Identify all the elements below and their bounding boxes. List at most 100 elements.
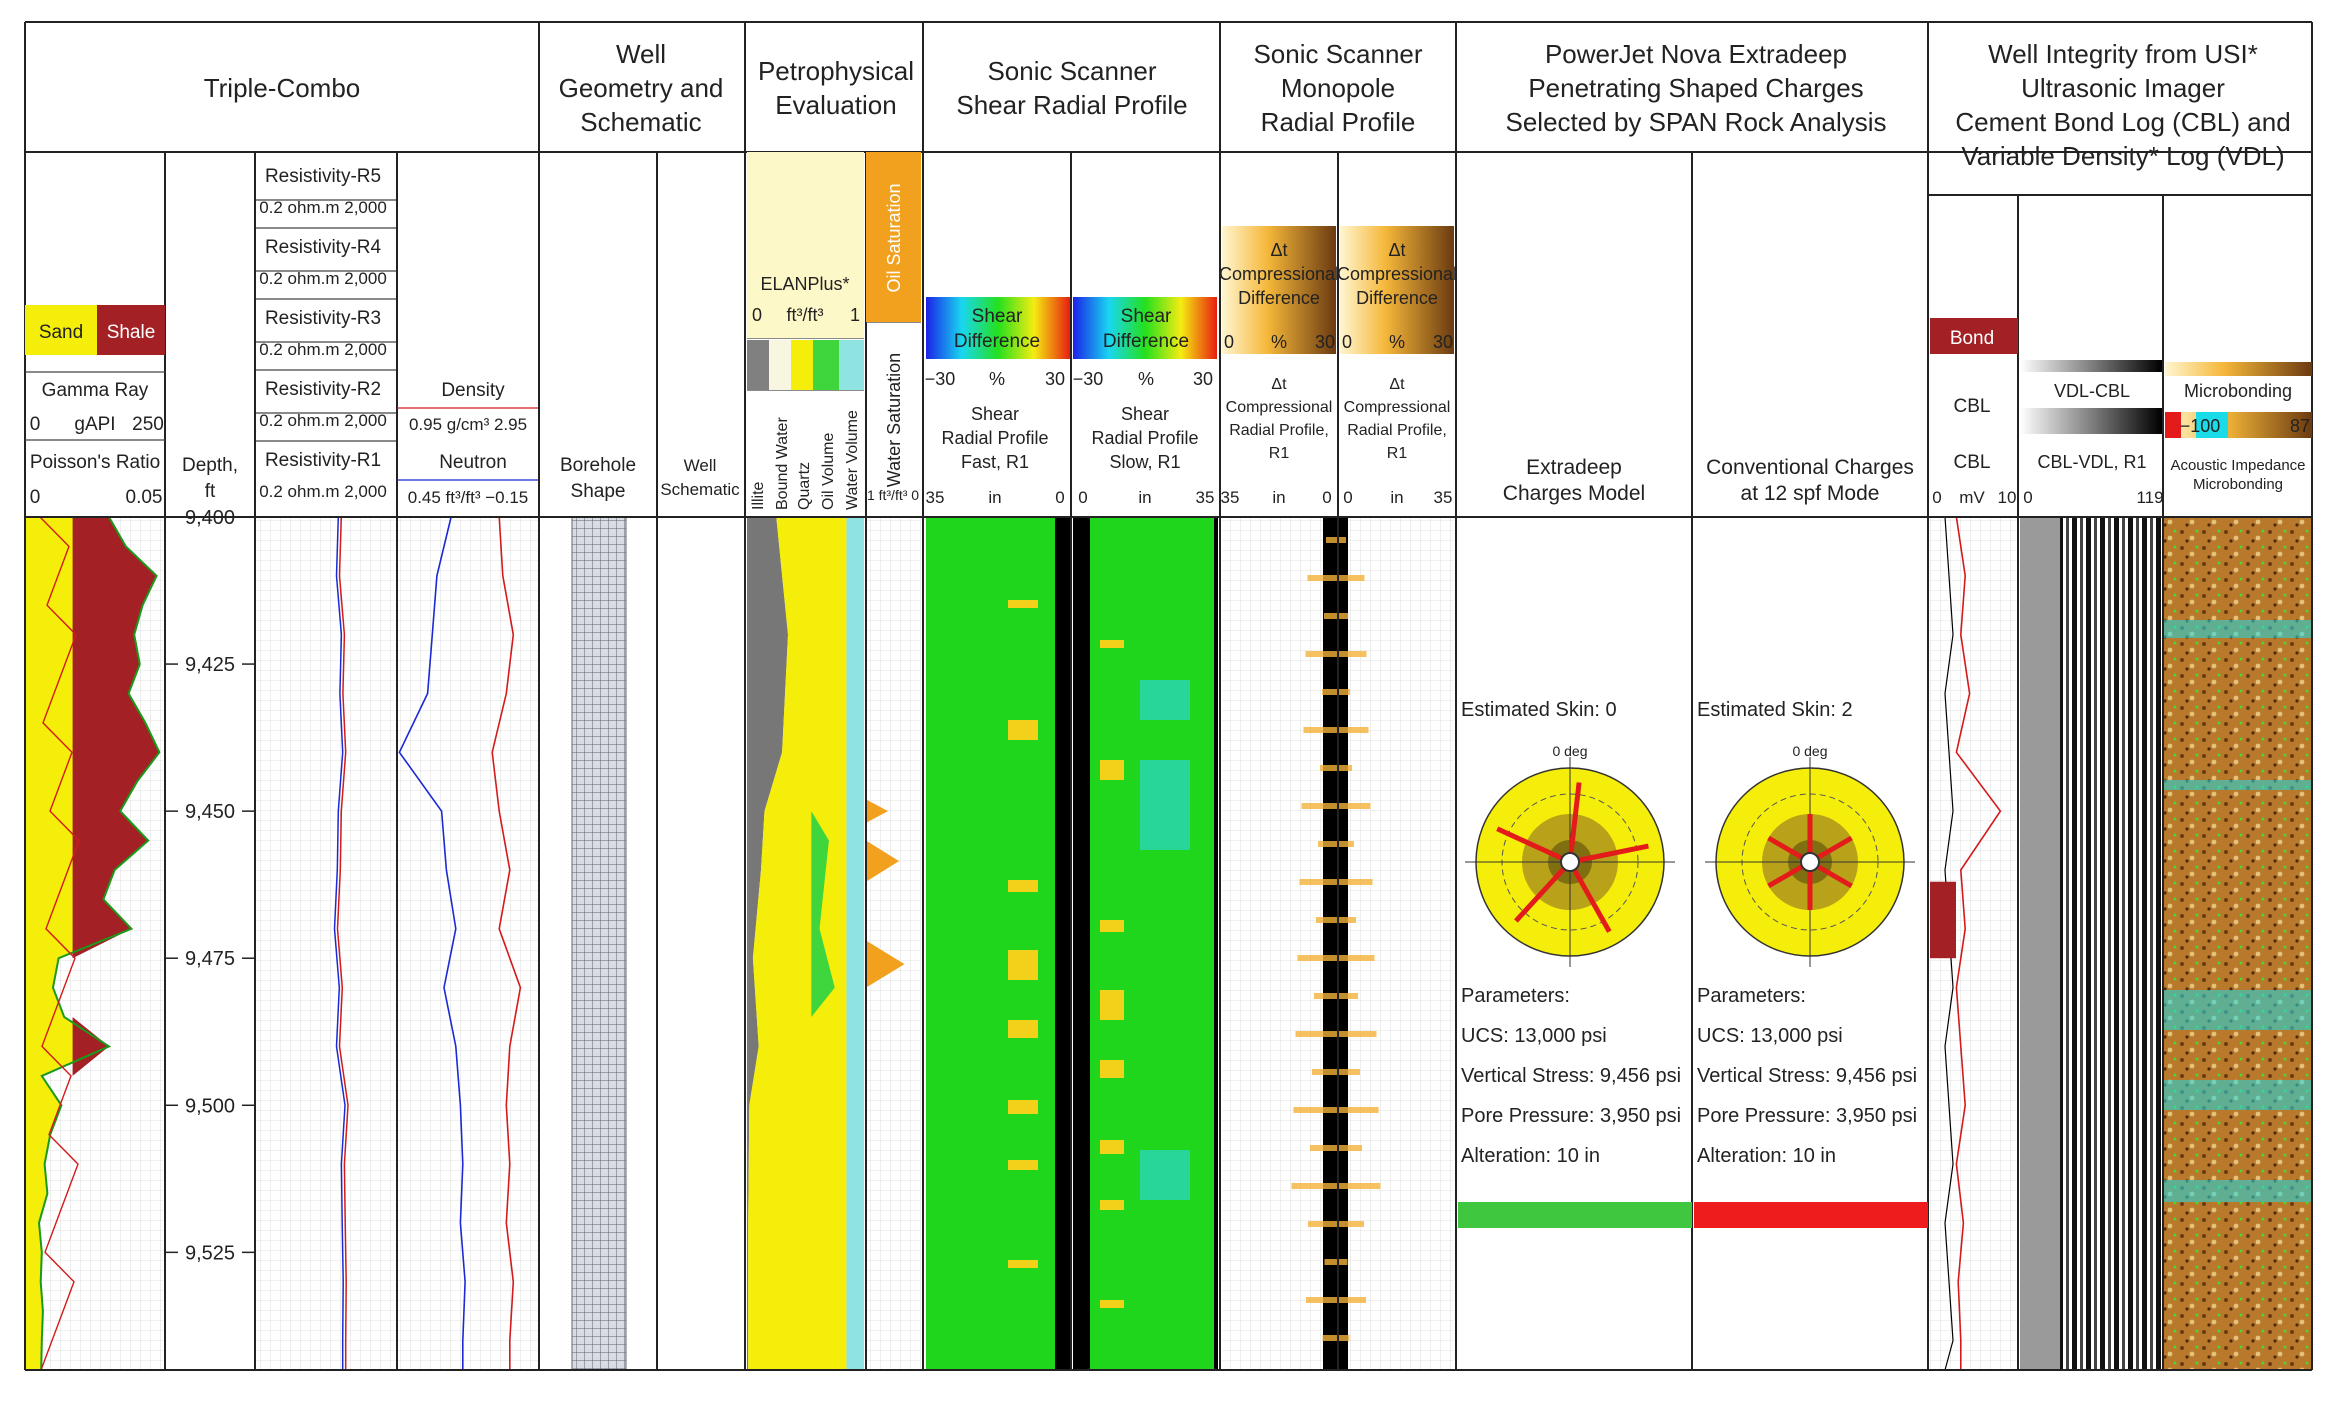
density-scale: 0.95 g/cm³ 2.95 [409,415,527,434]
poisson-scale-max: 0.05 [126,487,163,508]
title-mono-1: Sonic Scanner [1253,39,1422,69]
extradeep-model-2: Charges Model [1503,482,1645,505]
resistivity-r1-curve [333,516,346,1370]
cbl-scale-max: 10 [1998,488,2017,507]
quartz-swatch [791,340,813,390]
mono-blotch-1 [1307,575,1365,581]
comp-prof-right-1: Δt [1389,376,1405,393]
title-petro-2: Evaluation [775,90,896,120]
vdl-scale-max: 119 [2136,488,2163,507]
well-schematic-2: Schematic [660,480,740,499]
shear-fast-scale-unit: % [989,369,1005,389]
comp-prof-left-3: Radial Profile, [1229,422,1329,439]
gr-scale-max: 250 [132,414,164,435]
shear-diff-slow-1: Shear [1121,306,1172,327]
cbl-scale-unit: mV [1959,488,1985,507]
charge-param-0-1: UCS: 13,000 psi [1461,1025,1607,1047]
title-powerjet-3: Selected by SPAN Rock Analysis [1505,107,1886,137]
conventional-2: at 12 spf Mode [1741,482,1880,505]
title-integrity-2: Ultrasonic Imager [2021,73,2225,103]
comp-prof-left-4: R1 [1269,445,1290,462]
depth-tick-label-4: 9,500 [185,1095,235,1117]
comp-diff-left-1: Δt [1270,240,1287,260]
charge-zero-deg-1: 0 deg [1792,743,1827,759]
shear-slow-patch-2 [1100,920,1124,932]
shale-legend-swatch [97,305,165,355]
shear-fast-in-unit: in [988,488,1001,507]
frame-lines [24,21,2313,1371]
vdl-grayscale-bar-top [2020,360,2162,372]
shear-fast-black-band [1055,517,1072,1370]
charge-param-1-4: Alteration: 10 in [1697,1145,1836,1167]
charge-param-1-3: Pore Pressure: 3,950 psi [1697,1105,1917,1127]
shear-slow-in-unit: in [1138,488,1151,507]
charge-param-1-2: Vertical Stress: 9,456 psi [1697,1065,1917,1087]
shear-fast-patch-7 [1008,1260,1038,1268]
shale-label: Shale [107,322,156,343]
elan-illite-fill [747,517,788,1370]
mono-blotch-4 [1322,689,1350,695]
charge-perf-0-4 [1567,782,1582,863]
charge-param-1-0: Parameters: [1697,985,1806,1007]
micro-colorbar-top [2165,362,2312,376]
res-r4-label: Resistivity-R4 [265,237,382,258]
gamma-ray-curve [37,516,161,1371]
comp-right-in-unit: in [1390,488,1403,507]
title-powerjet-1: PowerJet Nova Extradeep [1545,39,1847,69]
track-backgrounds [25,516,2312,1371]
shear-fast-bg [926,517,1070,1370]
title-integrity-1: Well Integrity from USI* [1988,39,2258,69]
mono-blotch-9 [1299,879,1373,885]
micro-cyan-band-4 [2164,1180,2312,1202]
comp-left-in-max: 0 [1322,488,1331,507]
sand-label: Sand [39,322,83,343]
shear-fast-patch-6 [1008,1160,1038,1170]
micro-cyan-band-2 [2164,990,2312,1030]
charge-skin-1: Estimated Skin: 2 [1697,699,1853,721]
title-well-geometry-3: Schematic [580,107,701,137]
depth-label-2: ft [205,481,216,502]
vdl-cbl-label: VDL-CBL [2054,381,2130,401]
mono-blotch-17 [1291,1183,1381,1189]
water-volume-swatch [839,340,864,390]
neutron-label: Neutron [439,452,507,473]
charge-skin-0: Estimated Skin: 0 [1461,699,1617,721]
comp-left-scale-min: 0 [1224,332,1234,352]
res-r5-label: Resistivity-R5 [265,166,381,187]
mono-blotch-5 [1303,727,1369,733]
mono-black-band [1323,517,1348,1370]
comp-right-colorbar [1340,226,1454,354]
shear-slow-edge [1214,517,1218,1370]
shear-fast-scale-max: 30 [1045,369,1065,389]
oil-sat-bump-0 [866,840,899,882]
shear-slow-colorbar [1073,297,1217,359]
bond-label: Bond [1950,328,1994,349]
mono-blotch-15 [1293,1107,1379,1113]
elan-scale-min: 0 [752,305,762,325]
elan-scale-max: 1 [850,305,860,325]
comp-diff-right-2: Compressional [1337,264,1457,284]
shear-slow-2: Radial Profile [1091,428,1198,448]
bond-swatch [1930,318,2018,354]
grid-bg-2 [397,517,538,1370]
elan-bound-water: Bound Water [774,417,791,510]
comp-right-scale-unit: % [1389,332,1405,352]
res-r1-scale: 0.2 ohm.m 2,000 [259,482,387,501]
mono-blotch-16 [1310,1145,1362,1151]
res-r4-scale: 0.2 ohm.m 2,000 [259,269,387,288]
res-r2-scale: 0.2 ohm.m 2,000 [259,411,387,430]
shear-slow-patch-4 [1100,1060,1124,1078]
section-titles: Triple-Combo Well Geometry and Schematic… [204,39,2291,171]
shear-slow-patch-3 [1100,990,1124,1020]
resistivity-r5-curve [336,516,349,1370]
charge-param-1-1: UCS: 13,000 psi [1697,1025,1843,1047]
shear-slow-patch-6 [1100,1200,1124,1210]
vdl-grayscale-bar [2020,408,2162,434]
mono-blotch-21 [1322,1335,1350,1341]
sand-legend-swatch [25,305,97,355]
neutron-curve [398,516,466,1370]
elan-water-fill [846,517,864,1370]
vdl-pattern [2060,517,2162,1370]
grid-bg-4 [866,517,921,1370]
